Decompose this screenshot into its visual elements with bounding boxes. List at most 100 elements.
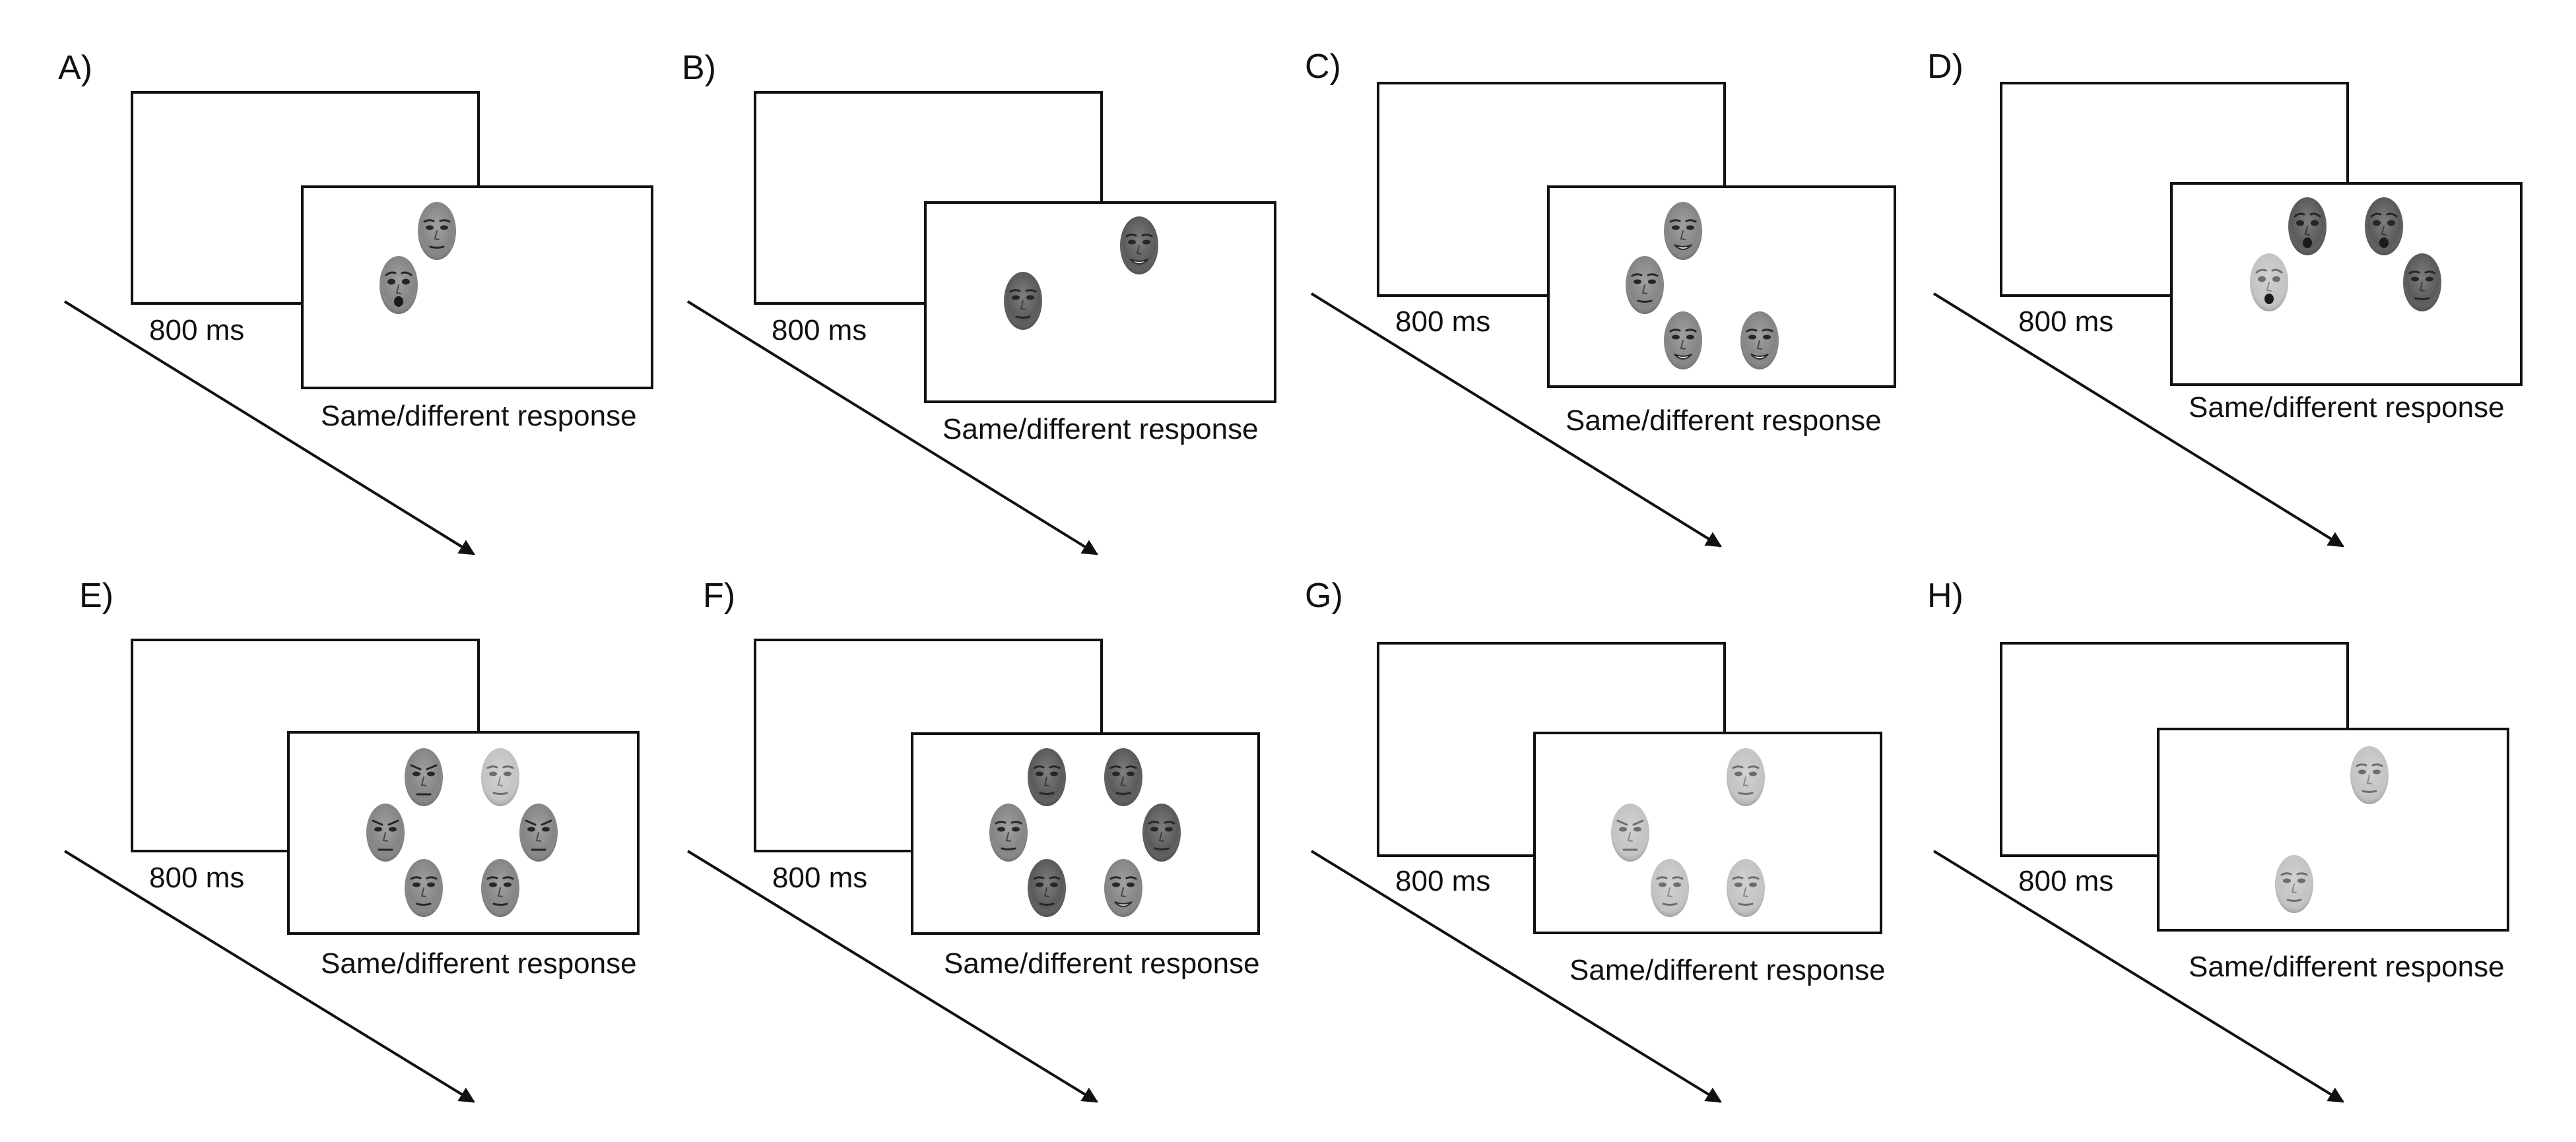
face-stimulus [1727,748,1765,806]
nose [2266,282,2272,292]
right-eye [2387,220,2395,226]
left-eye [2358,769,2366,775]
nose [1756,340,1762,350]
face-stimulus [1664,202,1702,260]
left-brow [1732,876,1744,880]
duration-label: 800 ms [149,862,244,894]
time-arrow [63,300,476,555]
face-stimulus [1120,216,1158,274]
right-eye [1026,295,1034,300]
left-brow [2280,872,2292,876]
right-eye [1012,827,1020,832]
time-arrow [1932,850,2345,1103]
right-brow [1748,765,1760,769]
left-brow [1125,234,1137,238]
mouth [1674,354,1692,360]
right-eye [1749,882,1757,887]
stimulus-screen [924,201,1276,403]
left-eye [527,827,535,832]
face-stimulus [1651,859,1689,917]
face-array [366,748,558,917]
left-eye [2373,220,2381,226]
mouth [1039,792,1055,795]
mouth [2286,899,2302,902]
left-brow [2408,270,2420,274]
mouth [394,296,403,307]
face-stimulus [989,804,1028,862]
right-brow [1049,765,1061,769]
left-eye [1619,827,1627,832]
stimulus-screen [911,732,1260,935]
left-brow [1148,821,1160,825]
left-brow [2370,212,2382,218]
mouth [1674,244,1692,250]
left-brow [1033,765,1045,769]
right-brow [2296,872,2308,876]
right-brow [1632,819,1644,826]
face-stimulus [481,859,519,917]
left-eye [1672,334,1680,340]
stimulus-screen [1533,732,1882,934]
face-array [2250,197,2441,311]
duration-label: 800 ms [2018,305,2113,338]
right-eye [389,827,397,832]
right-eye [2311,220,2319,226]
face-array [1611,748,1765,917]
face-stimulus [2403,253,2441,311]
face-stimulus [519,804,558,862]
right-brow [426,876,438,880]
nose [1680,340,1686,350]
stimulus-screen [2157,728,2509,932]
mouth [1015,315,1031,319]
left-brow [423,219,435,223]
left-brow [410,876,422,880]
left-brow [1669,219,1681,223]
right-brow [1025,289,1037,293]
right-eye [1165,827,1173,832]
mouth [1750,354,1769,360]
face-stimulus [1028,859,1066,917]
right-brow [401,271,413,276]
right-brow [426,764,438,771]
face-stimulus [2288,197,2327,255]
nose [1043,777,1049,786]
duration-label: 800 ms [2018,865,2113,897]
right-eye [504,882,512,887]
face-stimulus [1727,859,1765,917]
left-eye [1112,882,1120,887]
right-eye [1127,882,1135,887]
left-brow [1656,876,1668,880]
left-brow [1109,876,1121,880]
left-eye [489,882,497,887]
right-brow [1672,876,1684,880]
nose [1005,832,1011,842]
right-eye [1673,882,1681,887]
right-brow [502,876,514,880]
right-brow [2271,269,2283,274]
nose [420,777,426,786]
left-eye [2283,878,2291,883]
right-eye [1050,771,1058,777]
response-label: Same/different response [1566,404,1882,437]
nose [1742,887,1748,897]
left-eye [489,771,497,777]
face-stimulus [1142,804,1181,862]
right-eye [2426,276,2433,282]
left-eye [2411,276,2419,282]
left-eye [413,771,420,777]
left-eye [1734,771,1742,777]
nose [1120,887,1126,897]
response-label: Same/different response [321,947,637,980]
nose [1043,887,1049,897]
time-arrow [1310,850,1723,1103]
face-stimulus [1104,859,1142,917]
face-stimulus [2350,746,2389,804]
mouth [416,903,432,906]
left-eye [997,827,1005,832]
face-stimulus [405,748,443,806]
face-stimulus [1104,748,1142,806]
right-brow [1049,876,1061,880]
left-brow [486,876,498,880]
